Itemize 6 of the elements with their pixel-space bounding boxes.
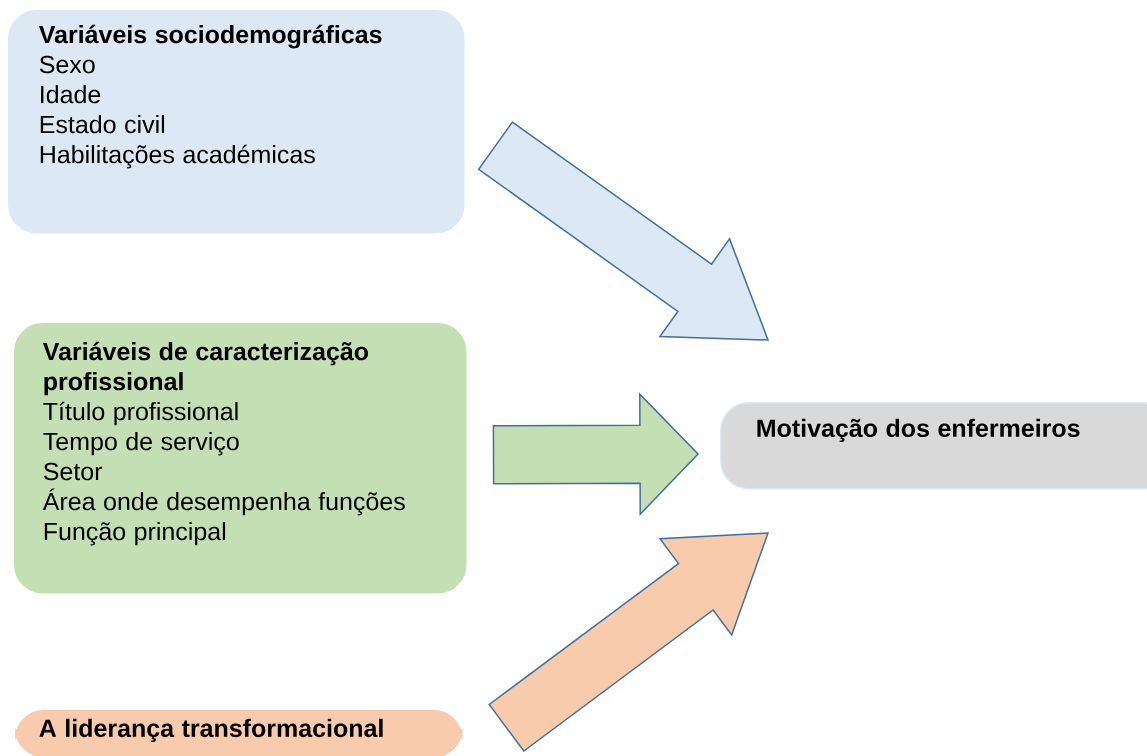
block-arrow <box>477 121 770 341</box>
text-box: Variáveis de caracterização profissional Título profissional Tempo de serviço Setor Área onde desempenha funções Função principal <box>14 323 467 594</box>
text-box: Variáveis sociodemográficas Sexo Idade Estado civil Habilitações académicas <box>8 10 465 234</box>
block-arrow <box>492 392 700 517</box>
text-box: Motivação dos enfermeiros <box>720 402 1147 490</box>
text-box: A liderança transformacional <box>15 710 463 756</box>
